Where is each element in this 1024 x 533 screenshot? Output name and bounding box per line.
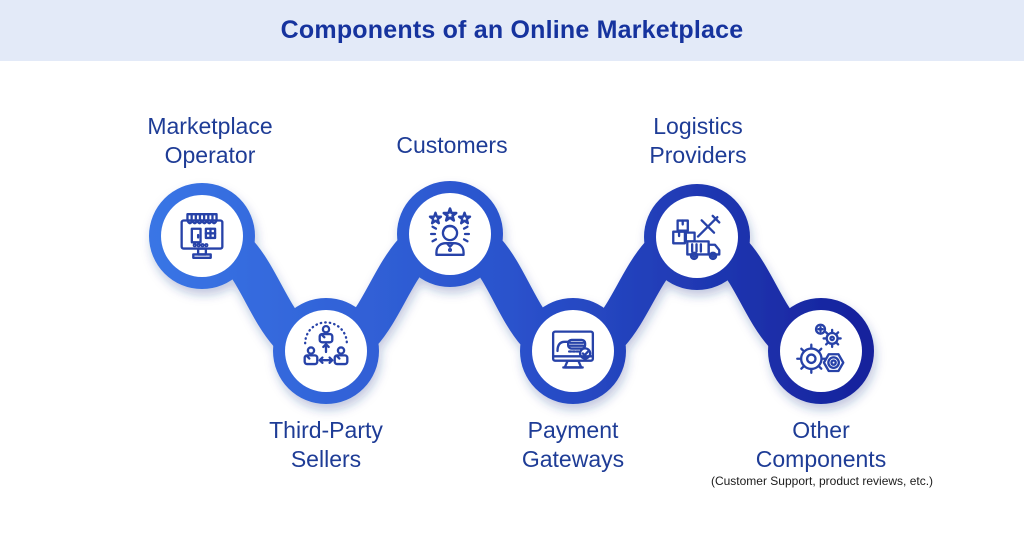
node-circle-6 [768, 298, 874, 404]
page-title: Components of an Online Marketplace [280, 16, 744, 44]
node-label-other-components: Other Components [755, 417, 887, 472]
payment-card-monitor-icon [551, 330, 595, 369]
node-label-logistics-providers: Logistics Providers [649, 113, 747, 168]
title-bar: Components of an Online Marketplace [0, 0, 1024, 61]
storefront-monitor-icon [180, 213, 224, 259]
node-label-payment-gateways: Payment Gateways [521, 417, 625, 472]
node-label-customers: Customers [396, 132, 508, 158]
seller-network-icon [303, 321, 349, 366]
other-components-note: (Customer Support, product reviews, etc.… [710, 474, 934, 488]
node-circle-1 [149, 183, 255, 289]
logistics-transport-icon [672, 214, 721, 261]
customer-rating-icon [428, 207, 472, 256]
node-label-marketplace-operator: Marketplace Operator [147, 113, 273, 168]
gears-icon [796, 323, 845, 374]
node-circle-3 [397, 181, 503, 287]
node-label-third-party-sellers: Third-Party Sellers [269, 417, 383, 472]
